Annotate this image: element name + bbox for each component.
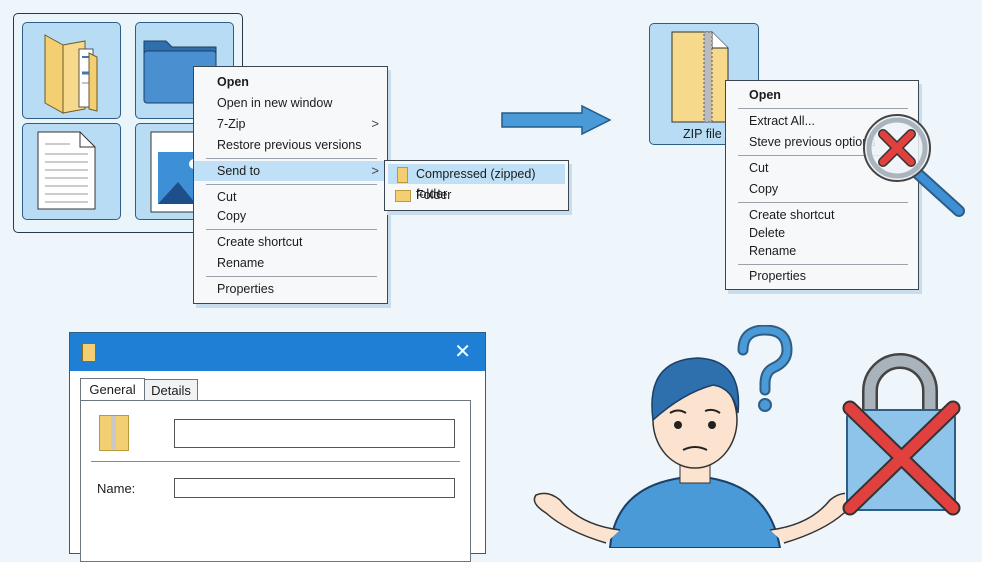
lock-crossed-icon <box>842 353 961 516</box>
zip-folder-icon <box>82 343 96 362</box>
menu-item-open-new-window[interactable]: Open in new window <box>217 96 333 110</box>
menu-item-label: 7-Zip <box>217 117 246 131</box>
menu-item-copy[interactable]: Copy <box>749 182 779 196</box>
menu-item-send-to[interactable]: Send to > <box>194 161 387 181</box>
name-label: Name: <box>97 481 136 496</box>
submenu-item-folder[interactable]: Folder <box>388 185 565 205</box>
chevron-right-icon: > <box>371 163 379 178</box>
divider <box>738 155 908 156</box>
menu-item-rename[interactable]: Rename <box>217 256 265 270</box>
send-to-submenu: Compressed (zipped) folder Folder <box>384 160 569 211</box>
divider <box>206 229 377 230</box>
divider <box>206 158 377 159</box>
menu-item-copy[interactable]: Copy <box>217 209 247 223</box>
submenu-item-label: Folder <box>416 188 452 202</box>
menu-item-cut[interactable]: Cut <box>217 190 237 204</box>
divider <box>738 108 908 109</box>
zip-file-icon <box>99 415 129 451</box>
menu-item-restore[interactable]: Restore previous versions <box>217 138 362 152</box>
chevron-right-icon: > <box>371 116 379 131</box>
context-menu: Open Open in new window 7-Zip > Restore p… <box>193 66 388 304</box>
menu-item-7zip[interactable]: 7-Zip > <box>194 114 387 134</box>
zip-folder-icon <box>397 167 408 183</box>
folder-documents-icon <box>44 34 98 114</box>
menu-item-previous-options[interactable]: Steve previous options <box>749 135 876 149</box>
submenu-item-compressed-folder[interactable]: Compressed (zipped) folder <box>388 164 565 201</box>
magnifier-error-icon <box>863 114 965 217</box>
text-document-icon <box>37 131 96 210</box>
folder-icon <box>395 190 411 202</box>
menu-item-create-shortcut[interactable]: Create shortcut <box>217 235 303 249</box>
submenu-item-label: Compressed (zipped) folder <box>416 167 536 201</box>
document-tile[interactable] <box>22 123 121 220</box>
divider <box>206 184 377 185</box>
arrow-right-icon <box>501 104 612 136</box>
zip-context-menu: Open Extract All... Steve previous optio… <box>725 80 919 290</box>
zip-file-label: ZIP file <box>683 127 722 141</box>
menu-item-create-shortcut[interactable]: Create shortcut <box>749 208 835 222</box>
menu-item-open[interactable]: Open <box>217 75 249 89</box>
menu-item-delete[interactable]: Delete <box>749 226 786 240</box>
folder-tile[interactable] <box>22 22 121 119</box>
tab-details[interactable]: Details <box>144 379 198 401</box>
menu-item-open[interactable]: Open <box>749 88 781 102</box>
divider <box>738 202 908 203</box>
divider <box>738 264 908 265</box>
zip-file-icon <box>671 31 729 123</box>
tab-general[interactable]: General <box>80 378 145 401</box>
divider <box>91 461 460 462</box>
menu-item-properties[interactable]: Properties <box>217 282 274 296</box>
file-name-input[interactable] <box>174 419 455 448</box>
properties-dialog: ✕ General Details Name: <box>69 332 486 562</box>
confused-person-illustration <box>533 325 845 548</box>
menu-item-rename[interactable]: Rename <box>749 244 797 258</box>
dialog-titlebar: ✕ <box>70 333 485 371</box>
menu-item-label: Send to <box>217 164 261 178</box>
menu-item-extract-all[interactable]: Extract All... <box>749 114 815 128</box>
close-button[interactable]: ✕ <box>454 341 471 363</box>
general-tab-content: Name: <box>80 400 471 562</box>
menu-item-properties[interactable]: Properties <box>749 269 806 283</box>
name-input[interactable] <box>174 478 455 498</box>
menu-item-cut[interactable]: Cut <box>749 161 769 175</box>
divider <box>206 276 377 277</box>
